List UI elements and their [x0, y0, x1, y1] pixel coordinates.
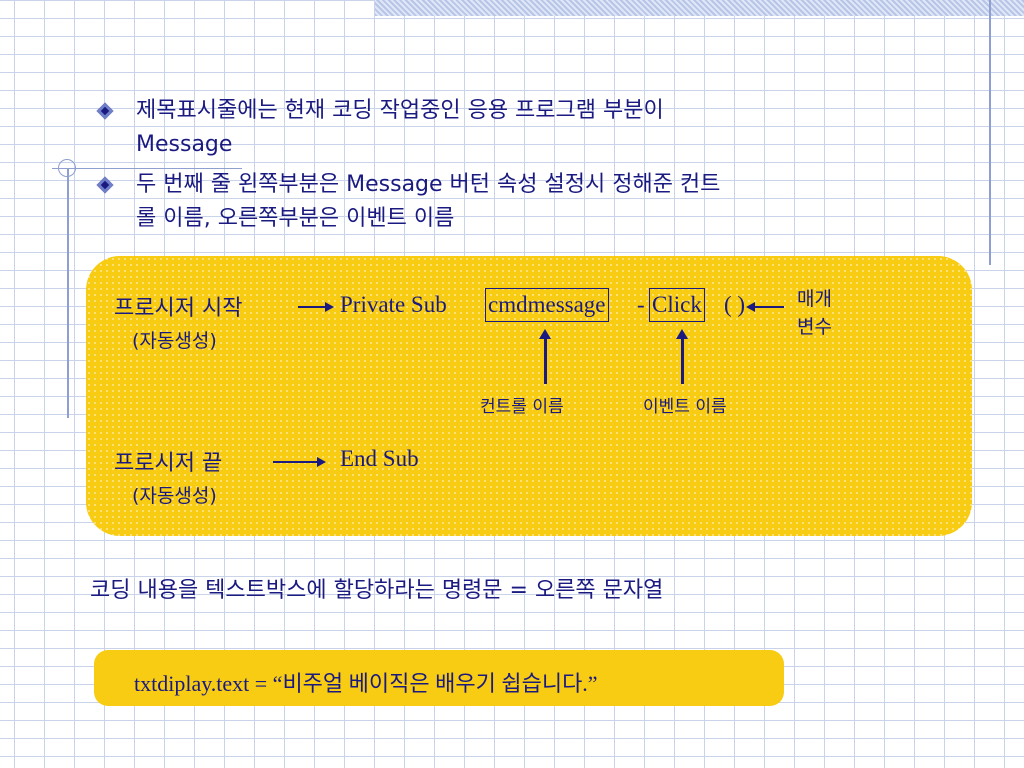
bullet-text-line-2: Message	[136, 132, 233, 157]
arrow-left-icon	[746, 302, 784, 312]
parameter-parens: ( )	[724, 292, 746, 317]
arrow-right-icon	[298, 302, 334, 312]
code-line-text: txtdiplay.text = “비주얼 베이직은 배우기 쉽습니다.”	[134, 671, 598, 696]
instruction-text: 코딩 내용을 텍스트박스에 할당하라는 명령문 = 오른쪽 문자열	[90, 578, 664, 603]
arrow-up-icon	[539, 329, 551, 384]
parameter-label-line2: 변수	[797, 316, 832, 338]
control-name-value: cmdmessage	[485, 288, 609, 322]
proc-end-label: 프로시저 끝	[114, 451, 223, 476]
bullet-text-line-1: 두 번째 줄 왼쪽부분은 Message 버턴 속성 설정시 정해준 컨트	[136, 172, 721, 197]
code-line-box	[94, 650, 784, 706]
bullet-text-line-1: 제목표시줄에는 현재 코딩 작업중인 응용 프로그램 부분이	[136, 98, 664, 123]
bullet-item-second-line: 두 번째 줄 왼쪽부분은 Message 버턴 속성 설정시 정해준 컨트 롤 …	[40, 168, 940, 236]
diamond-bullet-icon	[96, 102, 114, 120]
auto-gen-label-start: (자동생성)	[132, 330, 217, 352]
bullet-item-title-bar: 제목표시줄에는 현재 코딩 작업중인 응용 프로그램 부분이 Message	[40, 94, 940, 162]
end-sub-keyword: End Sub	[340, 446, 419, 471]
arrow-up-icon	[676, 329, 688, 384]
parameter-label-line1: 매개	[797, 288, 832, 310]
event-name-caption: 이벤트 이름	[643, 397, 727, 417]
procedure-diagram-box	[86, 256, 972, 536]
event-name-value: Click	[649, 288, 705, 322]
control-name-caption: 컨트롤 이름	[480, 397, 564, 417]
auto-gen-label-end: (자동생성)	[132, 485, 217, 507]
proc-start-label: 프로시저 시작	[114, 296, 243, 321]
left-horizontal-line	[52, 168, 242, 169]
top-decorative-bar	[375, 0, 1024, 16]
bullet-text-line-2: 롤 이름, 오른쪽부분은 이벤트 이름	[136, 206, 455, 231]
arrow-right-icon	[273, 457, 326, 467]
left-decorative-line	[67, 168, 69, 418]
diamond-bullet-icon	[96, 176, 114, 194]
decorative-circle	[58, 159, 76, 177]
private-sub-keyword: Private Sub	[340, 292, 447, 317]
dash-separator: -	[637, 292, 645, 317]
right-decorative-line	[989, 0, 991, 265]
